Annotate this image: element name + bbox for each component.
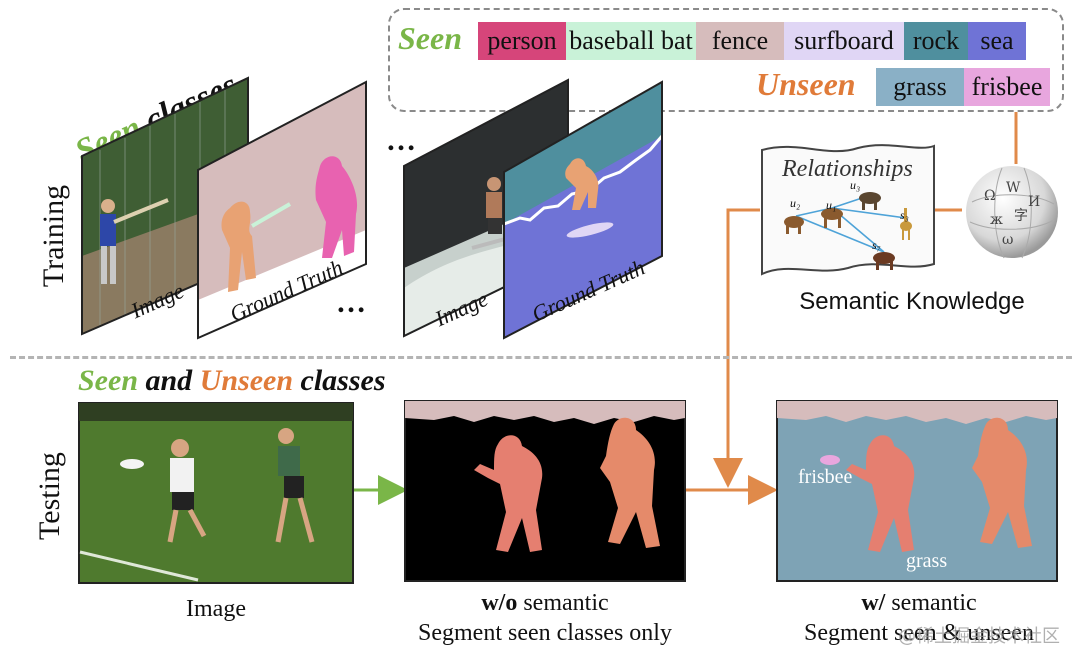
w-caption-bold: w/ <box>861 590 886 616</box>
chip-sea: sea <box>968 22 1026 60</box>
w-subcaption: Segment seen & unseen <box>804 620 1034 646</box>
unseen-class-chips: grass frisbee <box>876 68 1050 106</box>
relationships-title: Relationships <box>782 156 913 182</box>
node-label-u2: u₂ <box>790 196 801 210</box>
svg-text:ω: ω <box>1002 232 1013 248</box>
chip-grass: grass <box>876 68 964 106</box>
wo-caption-bold: w/o <box>481 590 518 616</box>
node-label-s7: s₇ <box>872 238 881 252</box>
chip-fence: fence <box>696 22 784 60</box>
testing-heading: Seen and Unseen classes <box>78 364 386 398</box>
node-label-u1: u₁ <box>826 198 837 212</box>
animal-icons <box>784 192 912 270</box>
grass-overlay-label: grass <box>906 550 948 572</box>
ellipsis-top: … <box>386 124 416 157</box>
w-caption-rest: semantic <box>885 590 977 616</box>
ellipsis-bottom: … <box>336 286 366 319</box>
watermark: @稀土掘金技术社区 <box>898 626 1060 647</box>
seen-class-chips: person baseball bat fence surfboard rock… <box>478 22 1050 60</box>
frisbee-overlay-label: frisbee <box>798 466 853 488</box>
relationships-scroll <box>761 144 935 276</box>
svg-text:Ω: Ω <box>984 188 996 204</box>
chip-baseball-bat: baseball bat <box>566 22 696 60</box>
wo-subcaption: Segment seen classes only <box>418 620 672 646</box>
w-caption: w/ semantic <box>770 590 1068 617</box>
legend-seen-label: Seen <box>398 20 462 56</box>
legend-unseen-label: Unseen <box>756 66 856 102</box>
semantic-knowledge-caption: Semantic Knowledge <box>799 288 1025 315</box>
knowledge-down-arrow <box>713 208 760 488</box>
training-gt-2 <box>503 80 664 340</box>
w-semantic-result <box>776 400 1058 582</box>
svg-text:W: W <box>1006 180 1021 196</box>
testing-heading-and: and <box>145 364 193 397</box>
testing-heading-unseen: Unseen <box>199 364 294 397</box>
section-divider <box>10 356 1072 359</box>
testing-heading-seen: Seen <box>78 364 138 397</box>
chip-rock: rock <box>904 22 968 60</box>
training-row-label: Training <box>37 184 70 288</box>
wo-caption-rest: semantic <box>517 590 609 616</box>
svg-text:ж: ж <box>990 212 1003 228</box>
testing-row-label: Testing <box>33 452 66 540</box>
chip-frisbee: frisbee <box>964 68 1050 106</box>
node-label-s3: s₃ <box>900 208 909 222</box>
testing-image-caption: Image <box>186 596 246 622</box>
chip-person: person <box>478 22 566 60</box>
chip-surfboard: surfboard <box>784 22 904 60</box>
training-gt-1 <box>197 80 367 340</box>
wo-semantic-result <box>404 400 686 582</box>
svg-text:字: 字 <box>1014 208 1028 224</box>
svg-text:И: И <box>1028 194 1040 210</box>
node-label-u3: u₃ <box>850 178 861 192</box>
wo-caption: w/o semantic <box>396 590 694 617</box>
testing-heading-classes: classes <box>300 364 386 397</box>
testing-image <box>78 402 354 584</box>
class-legend-box <box>388 8 1064 112</box>
